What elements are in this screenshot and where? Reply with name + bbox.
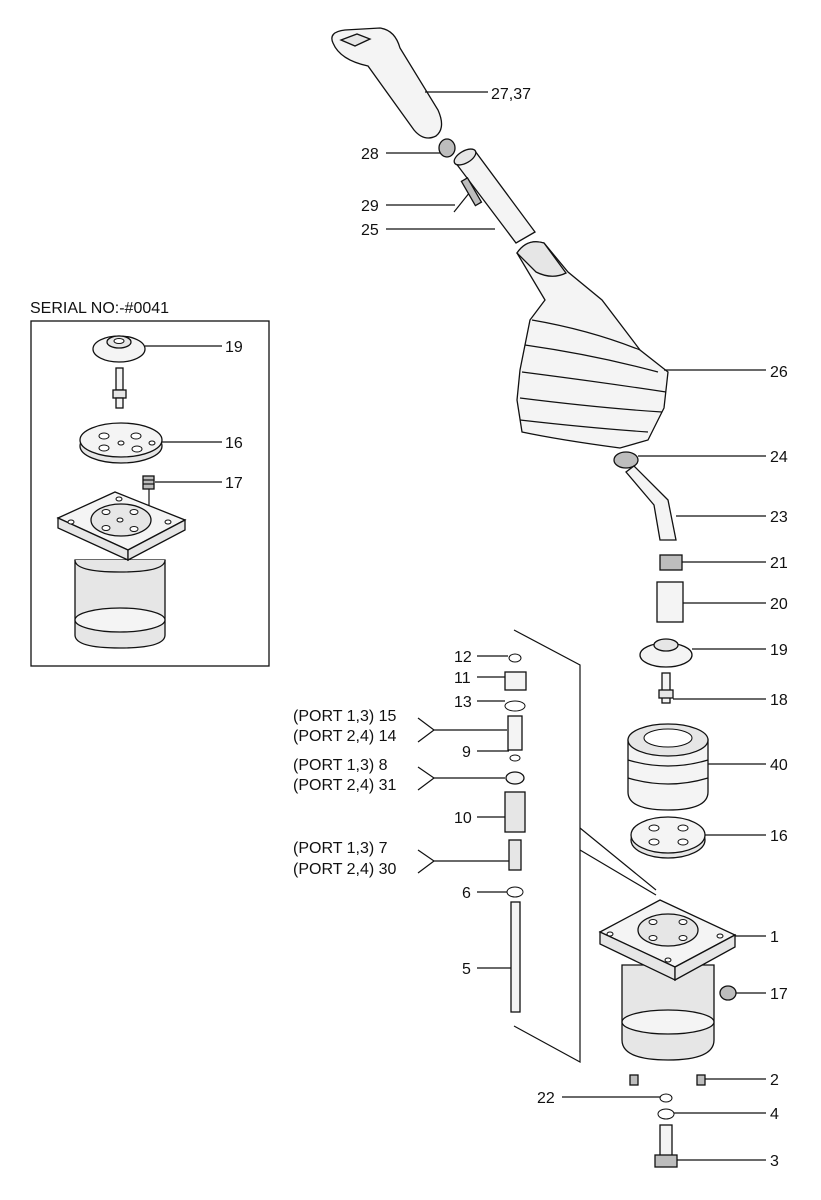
- pin-18: [661, 672, 671, 704]
- plate-16: [630, 816, 706, 859]
- nut-21: [659, 554, 683, 571]
- inset-label-16: 16: [225, 435, 243, 452]
- label-9: 9: [462, 744, 471, 761]
- oring-22: [659, 1093, 673, 1103]
- label-25: 25: [361, 222, 379, 239]
- serial-title: SERIAL NO:-#0041: [30, 300, 169, 317]
- inset-body: [56, 491, 187, 649]
- label-23: 23: [770, 509, 788, 526]
- spool-assembly: [504, 629, 657, 1064]
- label-29: 29: [361, 198, 379, 215]
- serial-inset: SERIAL NO:-#0041: [30, 300, 270, 667]
- serial-inset-frame: [30, 320, 270, 667]
- screw-2b: [696, 1074, 706, 1086]
- label-24: 24: [770, 449, 788, 466]
- label-6: 6: [462, 885, 471, 902]
- bolt-head-3: [654, 1154, 678, 1168]
- label-5: 5: [462, 961, 471, 978]
- label-port-30: (PORT 2,4) 30: [293, 861, 397, 878]
- label-26: 26: [770, 364, 788, 381]
- label-3: 3: [770, 1153, 779, 1170]
- inset-cap-19: [92, 335, 146, 363]
- label-12: 12: [454, 649, 472, 666]
- label-port-7: (PORT 1,3) 7: [293, 840, 388, 857]
- label-18: 18: [770, 692, 788, 709]
- inset-label-19: 19: [225, 339, 243, 356]
- inset-pin: [112, 367, 127, 409]
- main-callouts: 27,37 28 29 25 26 24 23 21 20 19 18 40 1…: [361, 86, 788, 1170]
- spring-10: [504, 791, 526, 833]
- oring-13: [504, 700, 526, 712]
- label-19: 19: [770, 642, 788, 659]
- spring-7-30: [508, 839, 522, 871]
- inset-label-17: 17: [225, 475, 243, 492]
- washer-9: [509, 754, 521, 762]
- grip-handle: [331, 27, 443, 139]
- spool-15-14: [507, 715, 523, 751]
- label-17: 17: [770, 986, 788, 1003]
- spool-callouts: 12 11 13 (PORT 1,3) 15 (PORT 2,4) 14 9 (…: [293, 649, 511, 978]
- label-13: 13: [454, 694, 472, 711]
- bent-rod-23: [625, 465, 677, 541]
- label-40: 40: [770, 757, 788, 774]
- knob-28: [438, 138, 456, 158]
- washer-6: [506, 886, 524, 898]
- boot-40: [627, 723, 709, 811]
- label-20: 20: [770, 596, 788, 613]
- screw-2a: [629, 1074, 639, 1086]
- plug-11: [504, 671, 527, 691]
- rod-5: [510, 901, 521, 1013]
- label-1: 1: [770, 929, 779, 946]
- inset-plate-16: [79, 422, 163, 464]
- plug-17: [719, 985, 737, 1001]
- label-11: 11: [454, 670, 471, 687]
- coupling-20: [656, 581, 684, 623]
- label-22: 22: [537, 1090, 555, 1107]
- washer-4: [657, 1108, 675, 1120]
- label-4: 4: [770, 1106, 779, 1123]
- pin-29: [453, 191, 471, 213]
- label-port-8: (PORT 1,3) 8: [293, 757, 388, 774]
- body-1: [598, 899, 737, 1061]
- label-27-37: 27,37: [491, 86, 531, 103]
- label-10: 10: [454, 810, 472, 827]
- lever-assembly: [331, 27, 737, 1168]
- label-16: 16: [770, 828, 788, 845]
- label-port-31: (PORT 2,4) 31: [293, 777, 397, 794]
- label-21: 21: [770, 555, 788, 572]
- oring-12: [508, 653, 522, 663]
- seat-8-31: [505, 771, 525, 785]
- label-28: 28: [361, 146, 379, 163]
- label-port-14: (PORT 2,4) 14: [293, 728, 397, 745]
- nut-24: [613, 451, 639, 469]
- label-port-15: (PORT 1,3) 15: [293, 708, 397, 725]
- label-2: 2: [770, 1072, 779, 1089]
